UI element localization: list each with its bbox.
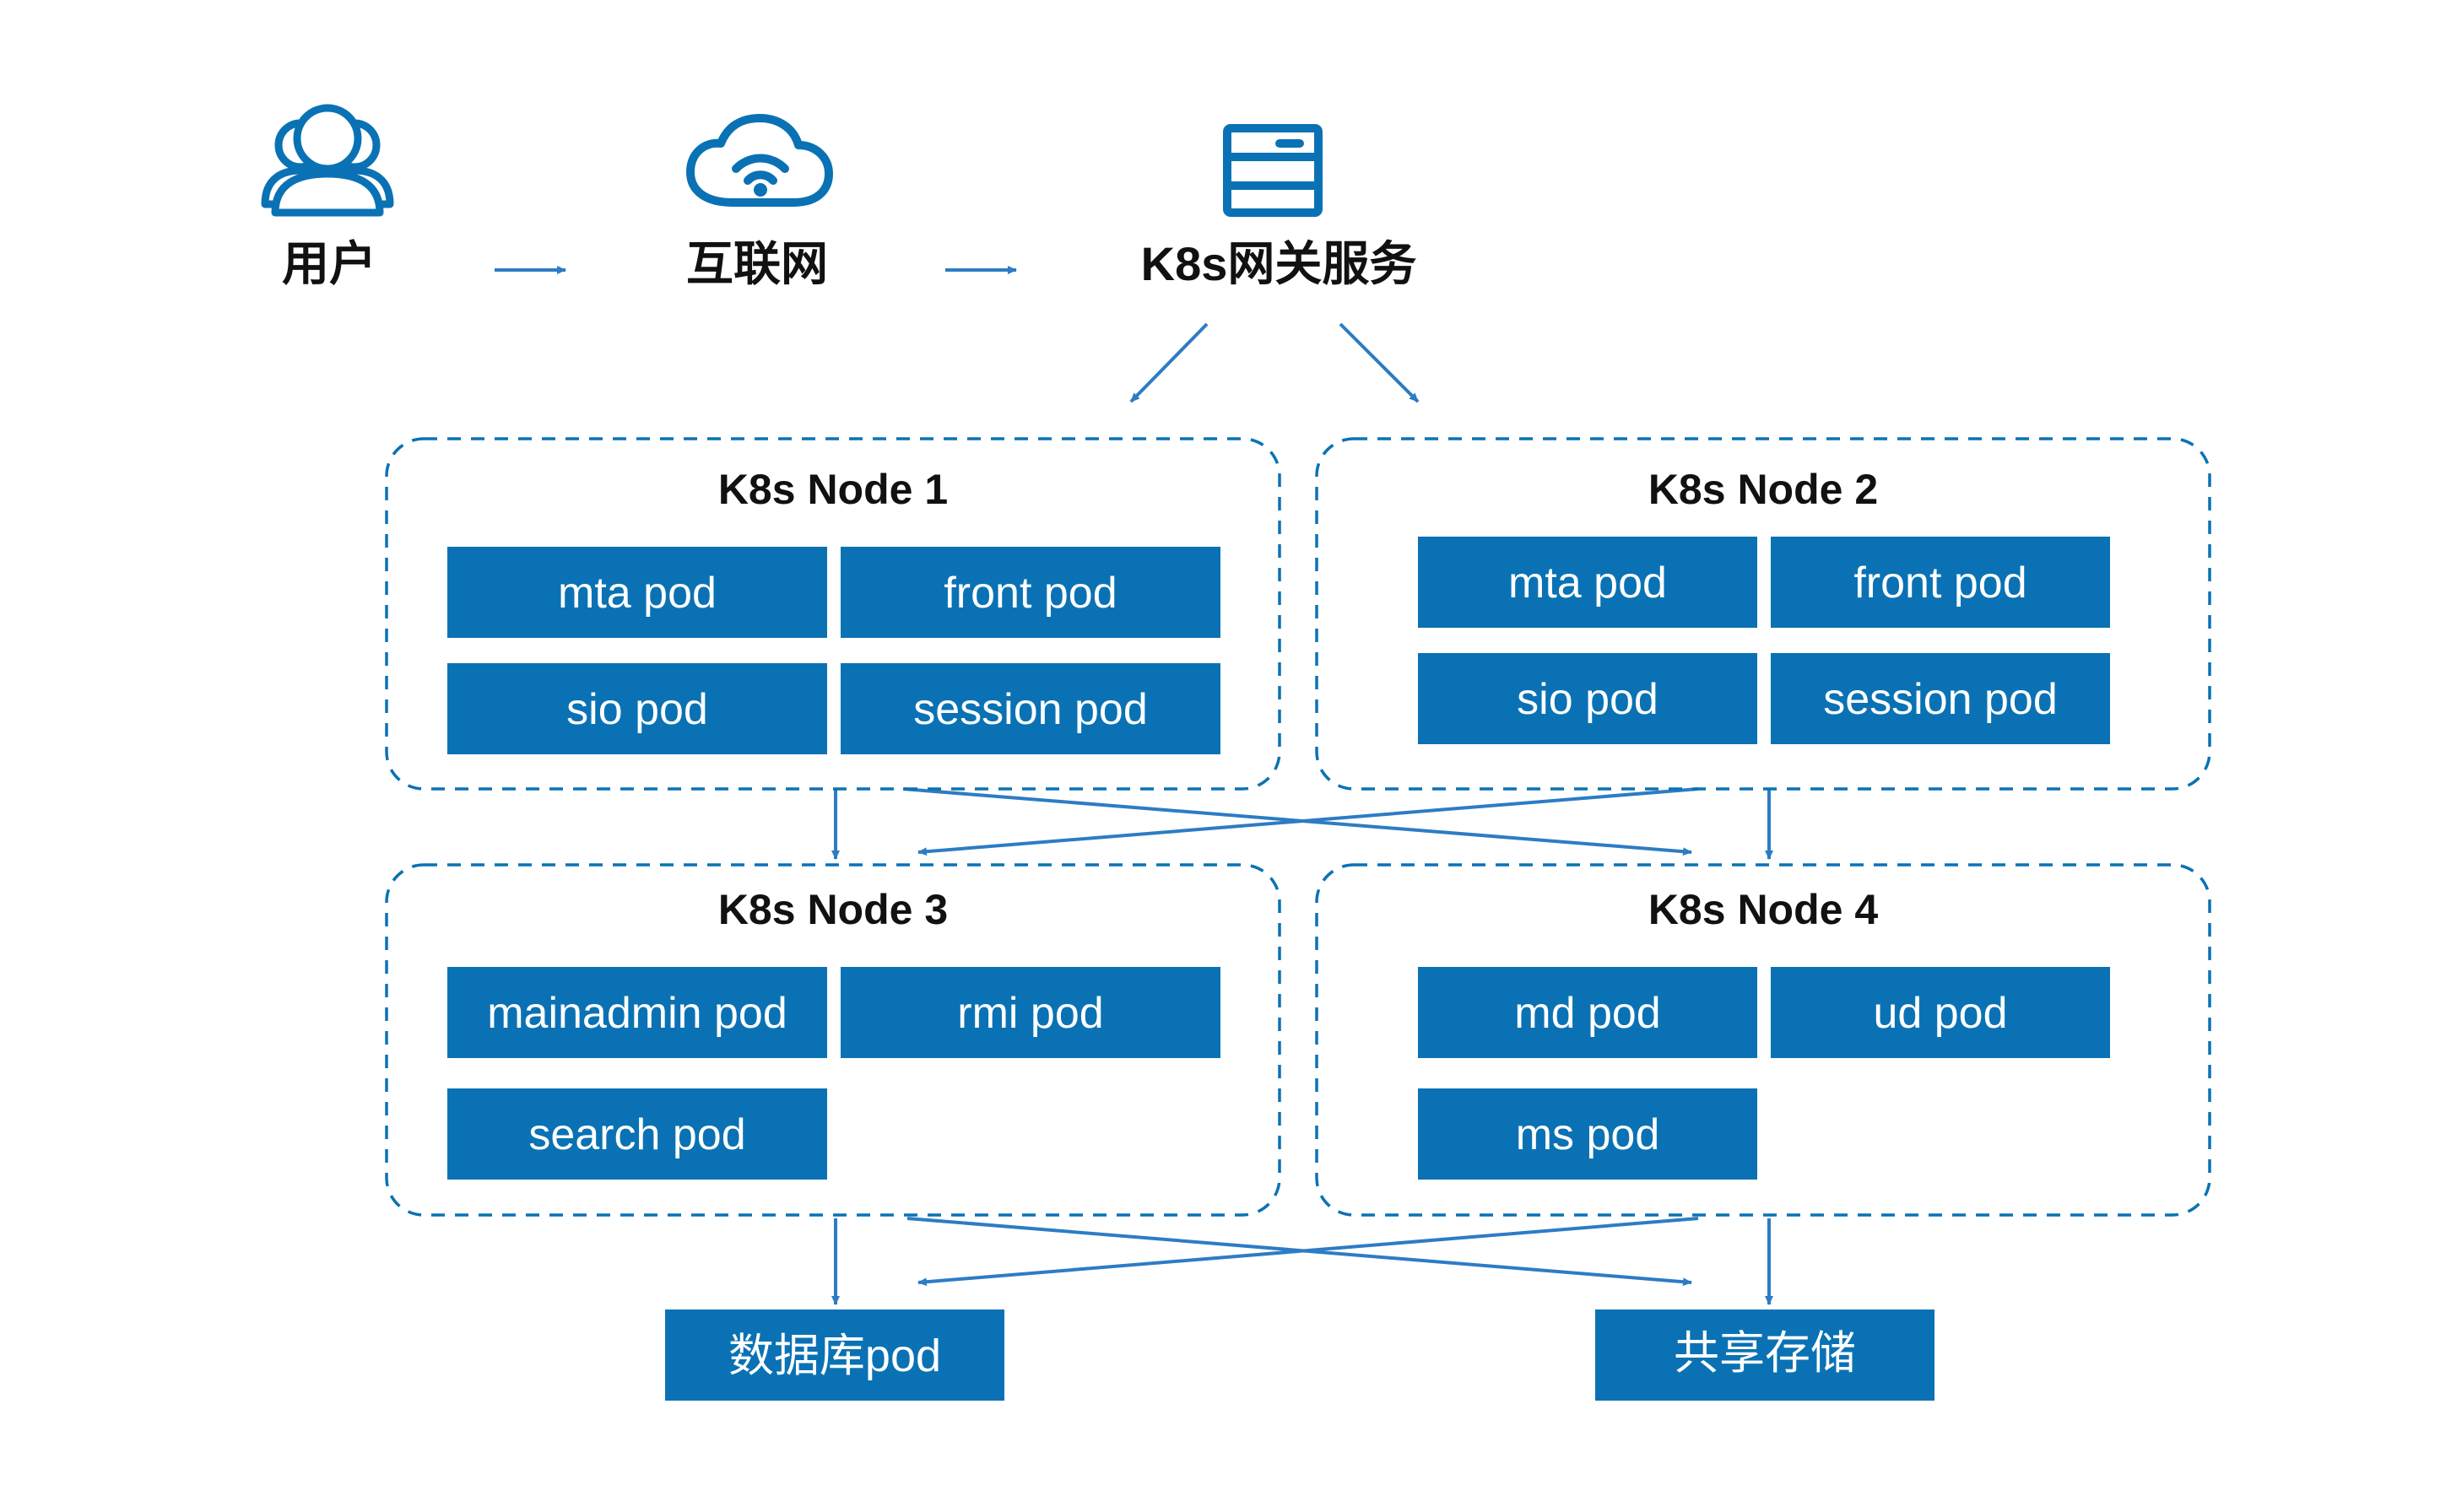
flow-label-gateway: K8s网关服务 xyxy=(1141,237,1417,290)
pod-label: mta pod xyxy=(558,569,717,618)
flow-label-internet: 互联网 xyxy=(686,237,828,290)
arrow-node2-to-node3 xyxy=(917,787,1699,856)
server-icon xyxy=(1223,124,1323,217)
node-3-pod-mainadmin: mainadmin pod xyxy=(447,967,827,1058)
node-3-pod-rmi: rmi pod xyxy=(841,967,1220,1058)
pod-label: sio pod xyxy=(1517,675,1658,724)
node-4-container xyxy=(1315,863,2211,1217)
pod-label: mta pod xyxy=(1508,559,1667,608)
node-2-pod-sio: sio pod xyxy=(1418,653,1757,744)
pod-label: md pod xyxy=(1514,989,1660,1038)
pod-label: front pod xyxy=(944,569,1117,618)
node-2-container xyxy=(1315,437,2211,791)
arrow-gateway-to-node2 xyxy=(1339,322,1420,403)
node-2-pod-front: front pod xyxy=(1771,537,2110,628)
node-3-pod-search: search pod xyxy=(447,1088,827,1180)
node-4-title: K8s Node 4 xyxy=(1648,886,1879,933)
pod-label: ms pod xyxy=(1516,1110,1660,1159)
node-1-pod-mta: mta pod xyxy=(447,547,827,638)
pod-label: session pod xyxy=(913,685,1148,734)
node-4-pod-ms: ms pod xyxy=(1418,1088,1757,1180)
node-1-pod-front: front pod xyxy=(841,547,1220,638)
pod-label: rmi pod xyxy=(957,989,1103,1038)
node-1-title: K8s Node 1 xyxy=(718,466,948,513)
pod-label: search pod xyxy=(528,1110,745,1159)
node-3-title: K8s Node 3 xyxy=(718,886,948,933)
node-1-container xyxy=(385,437,1281,791)
arrow-node4-to-database xyxy=(917,1217,1699,1287)
pod-label: front pod xyxy=(1853,559,2026,608)
pod-label: mainadmin pod xyxy=(487,989,787,1038)
node-4-pod-md: md pod xyxy=(1418,967,1757,1058)
node-3-container xyxy=(385,863,1281,1217)
node-1-pod-sio: sio pod xyxy=(447,663,827,754)
users-icon xyxy=(261,104,394,217)
pod-label: sio pod xyxy=(566,685,708,734)
node-2-title: K8s Node 2 xyxy=(1648,466,1878,513)
arrow-gateway-to-node1 xyxy=(1129,322,1209,403)
flow-label-users: 用户 xyxy=(282,237,376,290)
node-2-pod-mta: mta pod xyxy=(1418,537,1757,628)
shared-storage-box: 共享存储 xyxy=(1595,1310,1934,1401)
node-2-pod-session: session pod xyxy=(1771,653,2110,744)
pod-label: ud pod xyxy=(1873,989,2007,1038)
node-1-pod-session: session pod xyxy=(841,663,1220,754)
pod-label: session pod xyxy=(1823,675,2058,724)
database-pod-label: 数据库pod xyxy=(728,1331,941,1381)
shared-storage-label: 共享存储 xyxy=(1674,1328,1856,1379)
database-pod-box: 数据库pod xyxy=(665,1310,1004,1401)
node-4-pod-ud: ud pod xyxy=(1771,967,2110,1058)
cloud-wifi-icon xyxy=(686,114,833,207)
